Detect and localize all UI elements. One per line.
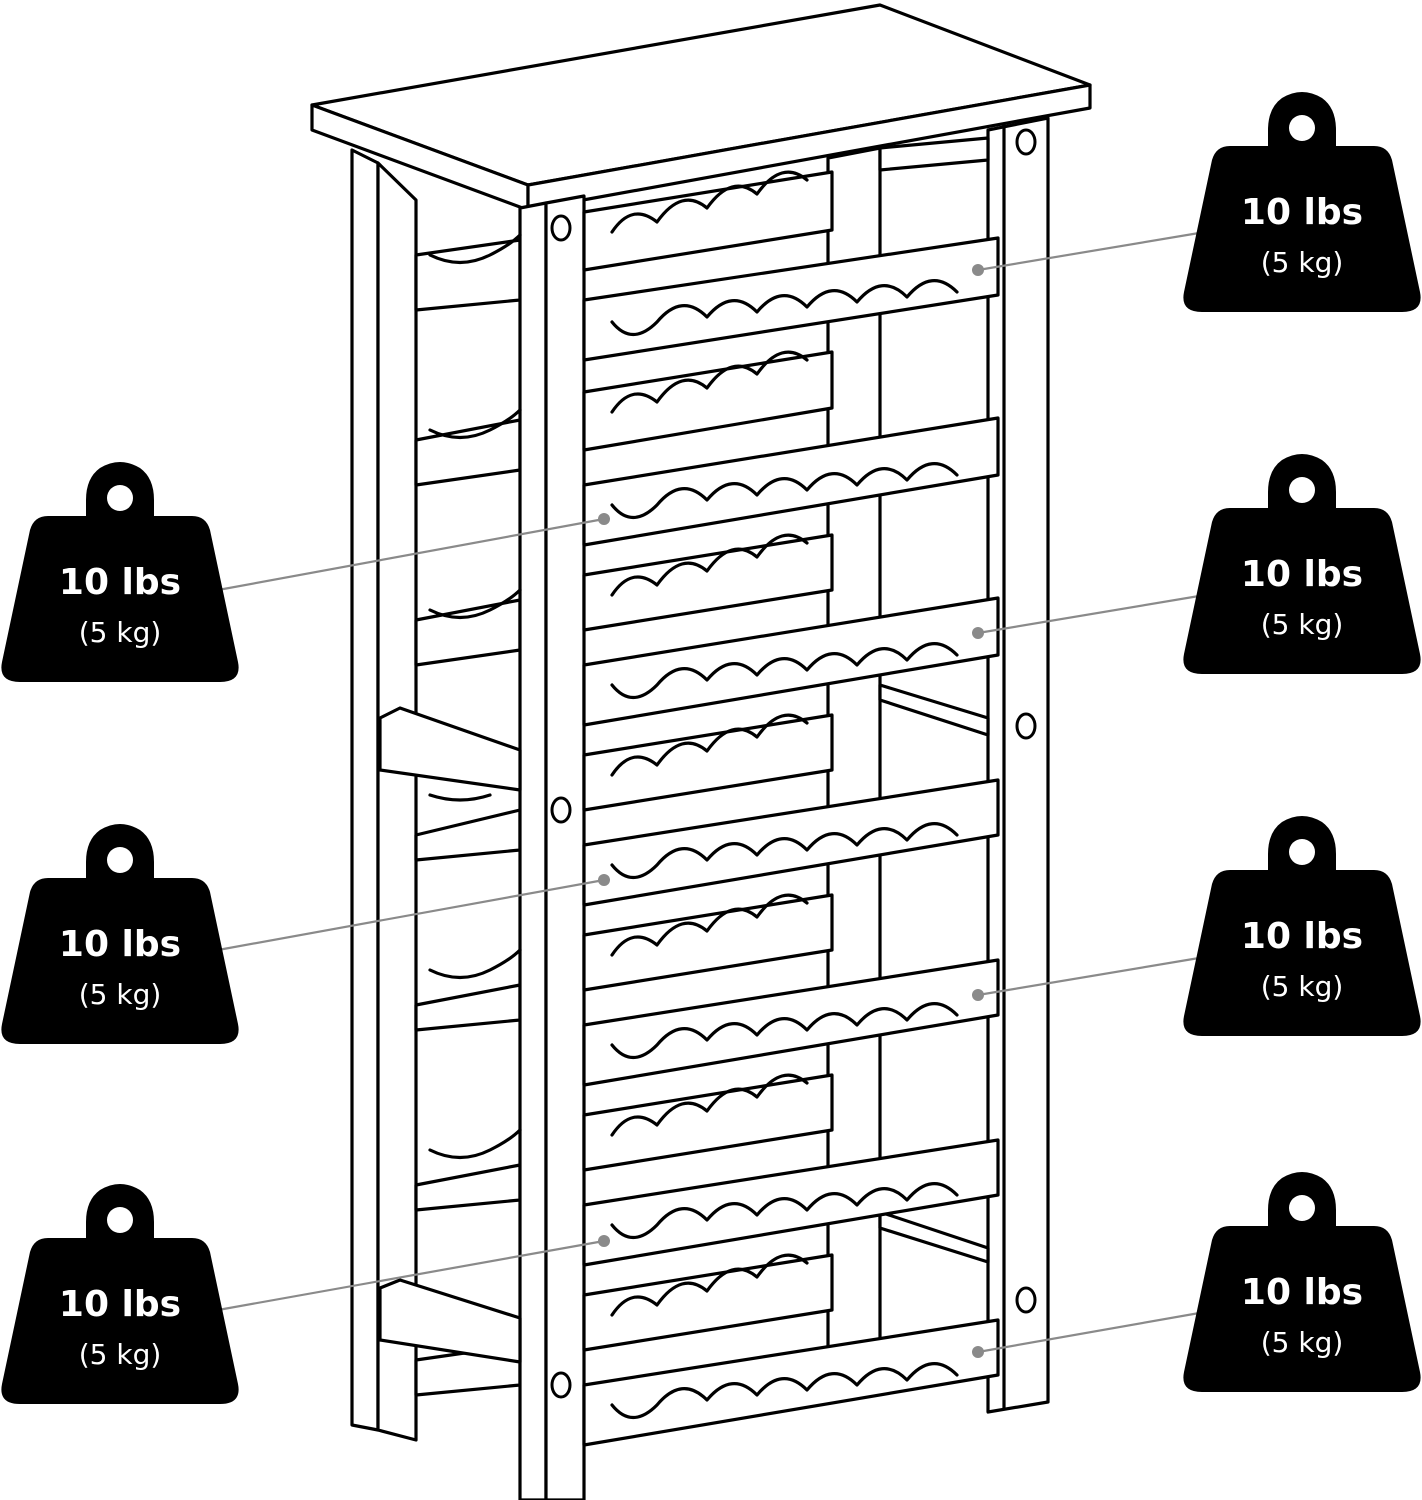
kettlebell-weight-icon bbox=[1183, 816, 1421, 1036]
leader-lines bbox=[217, 230, 1206, 1358]
weight-badge-right-4: 10 lbs (5 kg) bbox=[1183, 1172, 1421, 1392]
weight-lbs-label: 10 lbs bbox=[1241, 1272, 1363, 1313]
weight-lbs-label: 10 lbs bbox=[59, 562, 181, 603]
kettlebell-weight-icon bbox=[1183, 92, 1421, 312]
kettlebell-weight-icon bbox=[1, 462, 239, 682]
weight-badge-right-3: 10 lbs (5 kg) bbox=[1183, 816, 1421, 1036]
weight-kg-label: (5 kg) bbox=[79, 978, 162, 1011]
bottle-cradle-scallops bbox=[428, 170, 959, 1420]
weight-lbs-label: 10 lbs bbox=[59, 924, 181, 965]
weight-kg-label: (5 kg) bbox=[79, 1338, 162, 1371]
front-cradle-rails bbox=[582, 170, 1000, 1447]
weight-badge-left-1: 10 lbs (5 kg) bbox=[1, 462, 239, 682]
bolt-holes bbox=[550, 128, 1037, 1399]
weight-badge-left-3: 10 lbs (5 kg) bbox=[1, 1184, 239, 1404]
weight-kg-label: (5 kg) bbox=[1261, 970, 1344, 1003]
wine-rack-illustration bbox=[310, 3, 1092, 1500]
weight-lbs-label: 10 lbs bbox=[1241, 554, 1363, 595]
kettlebell-weight-icon bbox=[1, 1184, 239, 1404]
weight-lbs-label: 10 lbs bbox=[59, 1284, 181, 1325]
weight-kg-label: (5 kg) bbox=[1261, 1326, 1344, 1359]
kettlebell-weight-icon bbox=[1, 824, 239, 1044]
kettlebell-weight-icon bbox=[1183, 1172, 1421, 1392]
weight-badge-right-1: 10 lbs (5 kg) bbox=[1183, 92, 1421, 312]
weight-kg-label: (5 kg) bbox=[1261, 246, 1344, 279]
weight-callouts: 10 lbs (5 kg) 10 lbs (5 kg) 10 lbs (5 kg… bbox=[1, 92, 1421, 1404]
weight-badge-right-2: 10 lbs (5 kg) bbox=[1183, 454, 1421, 674]
weight-kg-label: (5 kg) bbox=[1261, 608, 1344, 641]
weight-kg-label: (5 kg) bbox=[79, 616, 162, 649]
kettlebell-weight-icon bbox=[1183, 454, 1421, 674]
weight-badge-left-2: 10 lbs (5 kg) bbox=[1, 824, 239, 1044]
weight-lbs-label: 10 lbs bbox=[1241, 916, 1363, 957]
weight-lbs-label: 10 lbs bbox=[1241, 192, 1363, 233]
